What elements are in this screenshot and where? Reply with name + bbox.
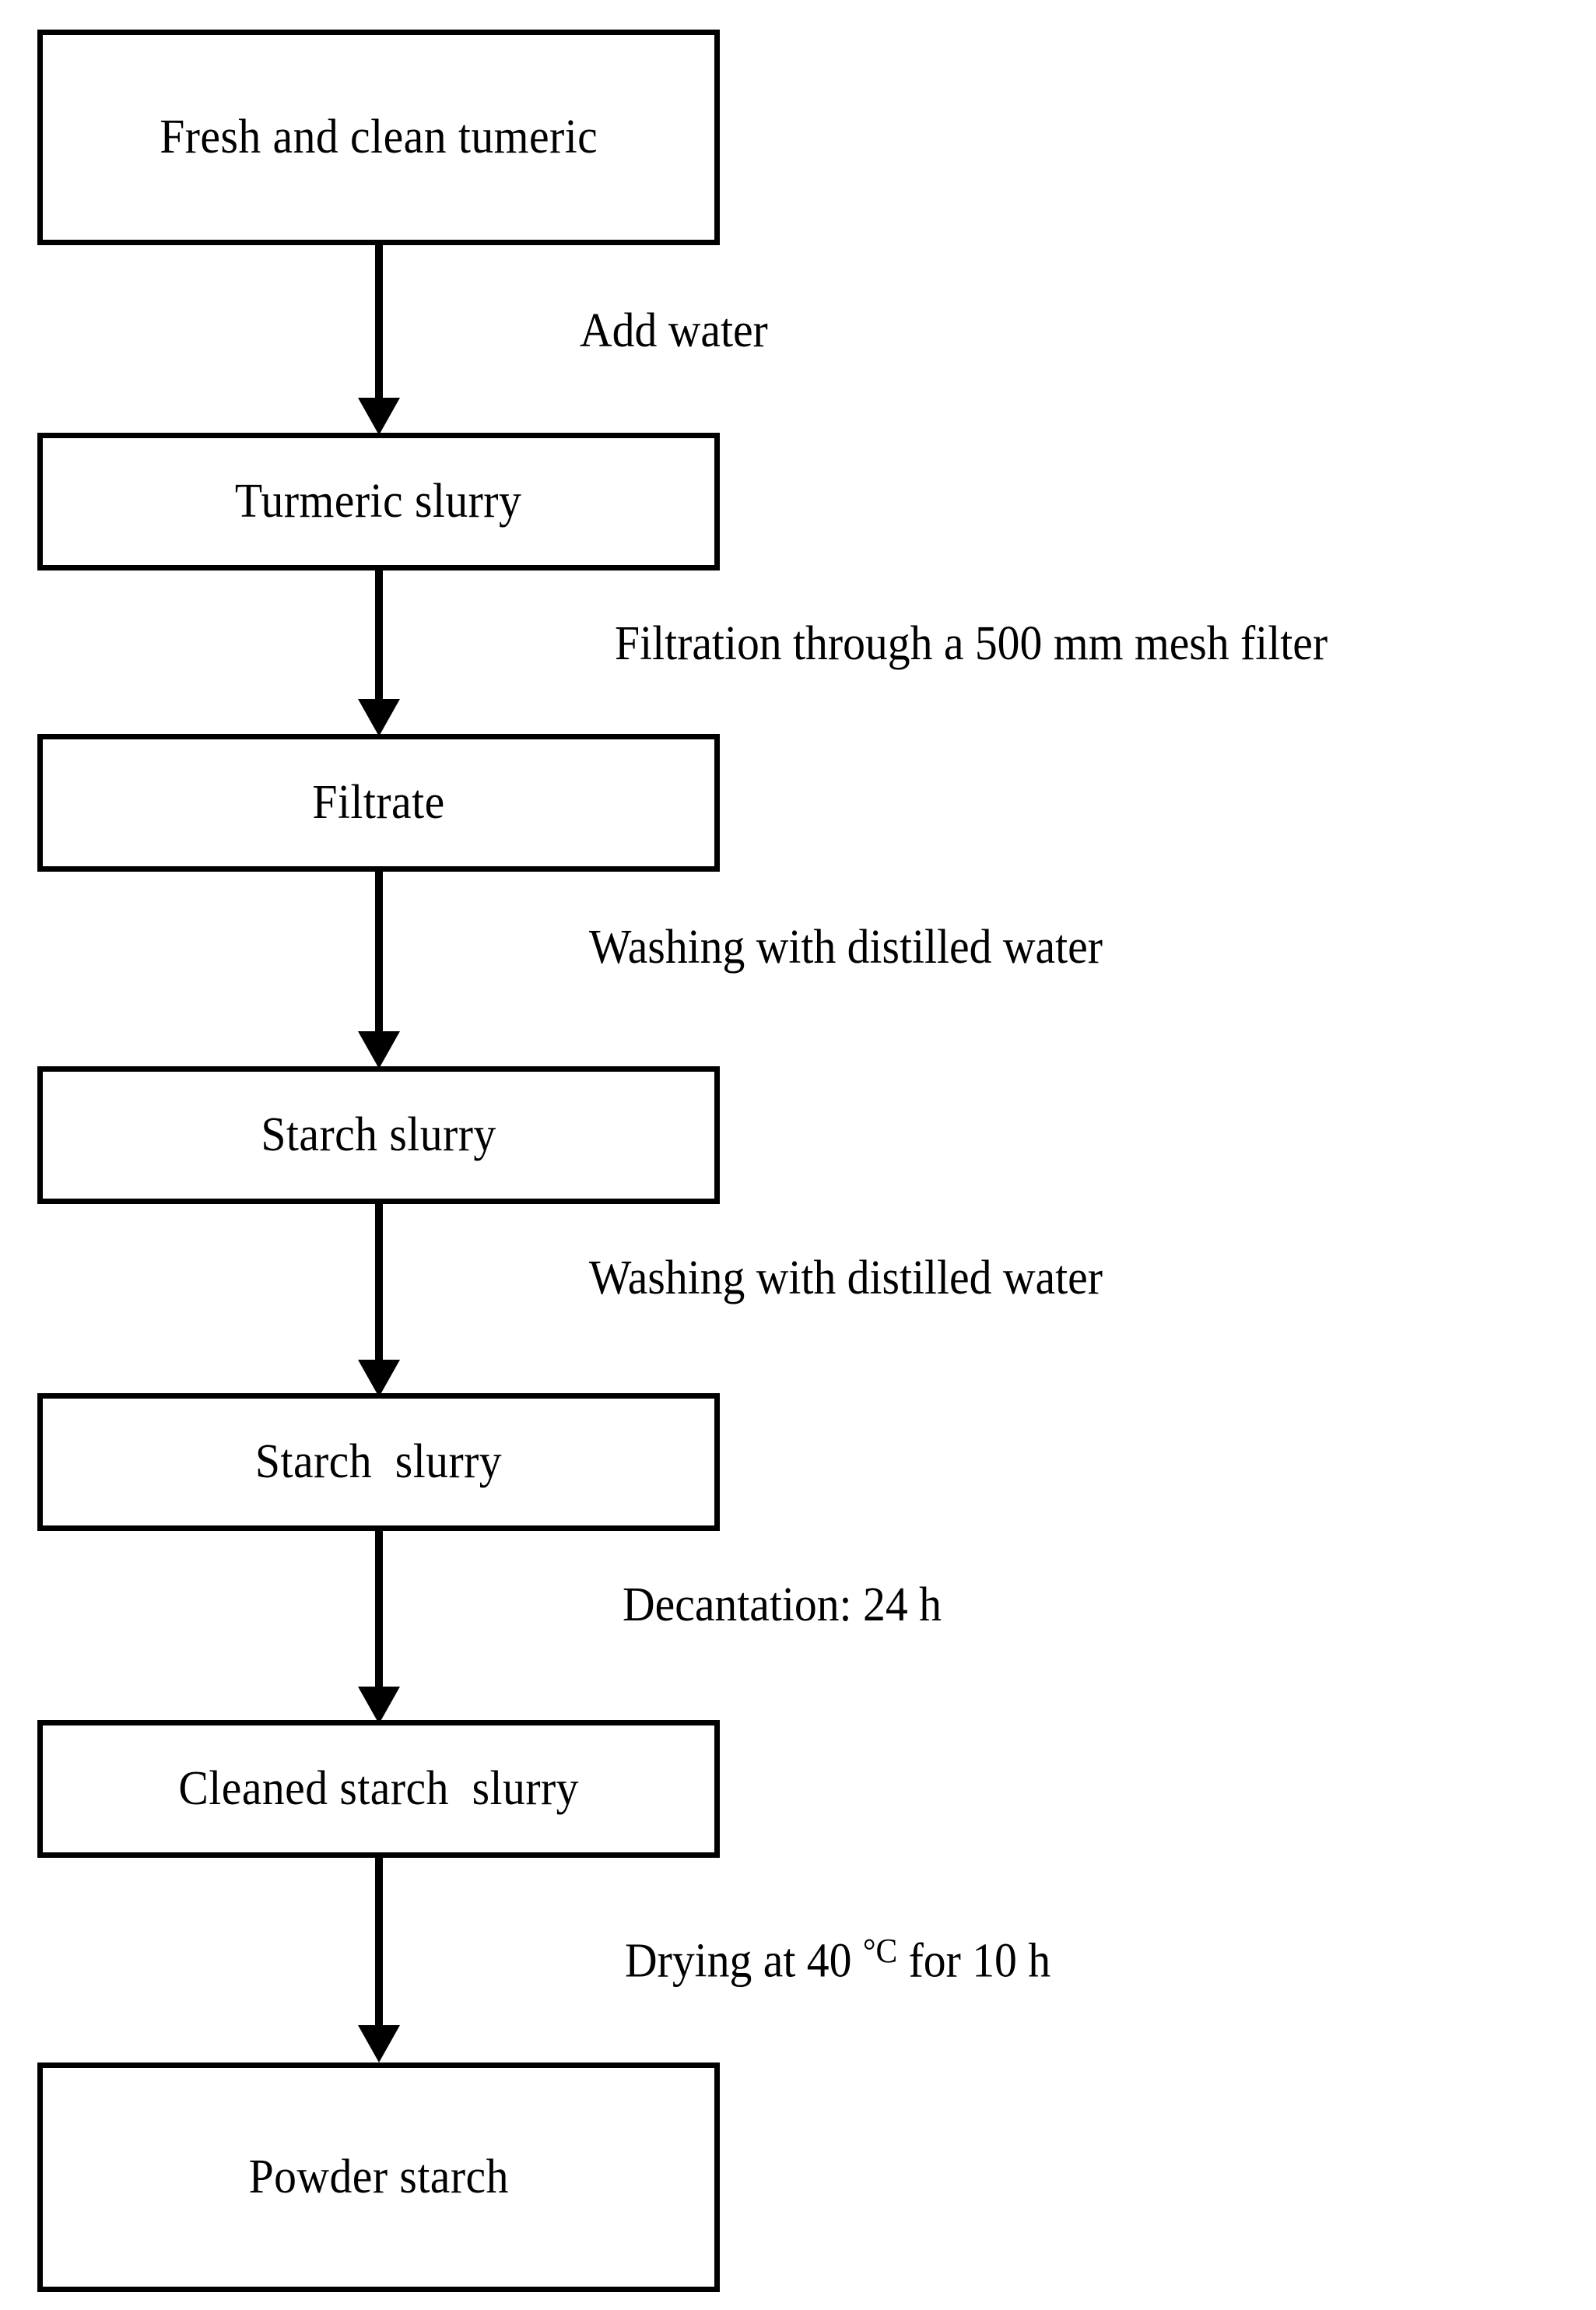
arrow-stem (375, 1858, 383, 2025)
flow-node-label: Turmeric slurry (235, 474, 522, 528)
flow-node-label: Cleaned starch slurry (178, 1761, 579, 1815)
flow-edge-label-filtration: Filtration through a 500 mm mesh filter (615, 617, 1328, 670)
arrow-stem (375, 245, 383, 398)
arrow-head-icon (358, 1031, 400, 1069)
flow-node-starch-slurry-2: Starch slurry (37, 1393, 720, 1531)
flow-node-fresh-tumeric: Fresh and clean tumeric (37, 30, 720, 245)
flow-node-cleaned-starch-slurry: Cleaned starch slurry (37, 1720, 720, 1858)
flow-node-label: Fresh and clean tumeric (159, 110, 598, 163)
flow-edge-label-decantation: Decantation: 24 h (623, 1578, 942, 1631)
flow-node-powder-starch: Powder starch (37, 2062, 720, 2292)
drying-label-before: Drying at 40 (625, 1934, 863, 1988)
flow-edge-label-add-water: Add water (580, 304, 768, 357)
arrow-head-icon (358, 699, 400, 736)
flow-node-label: Starch slurry (254, 1434, 503, 1488)
flow-node-label: Starch slurry (261, 1108, 496, 1161)
flow-edge-label-drying: Drying at 40 °C for 10 h (625, 1933, 1051, 1987)
degree-celsius-symbol: °C (862, 1931, 898, 1970)
flow-node-label: Filtrate (312, 775, 445, 829)
arrow-head-icon (358, 398, 400, 435)
arrow-stem (375, 570, 383, 699)
flow-edge-label-washing-2: Washing with distilled water (589, 1252, 1103, 1304)
flow-node-filtrate: Filtrate (37, 734, 720, 872)
arrow-head-icon (358, 1360, 400, 1397)
drying-label-after: for 10 h (897, 1934, 1051, 1988)
flow-node-starch-slurry-1: Starch slurry (37, 1066, 720, 1204)
flow-edge-label-washing-1: Washing with distilled water (589, 921, 1103, 974)
flow-node-label: Powder starch (248, 2150, 509, 2203)
flow-node-turmeric-slurry: Turmeric slurry (37, 433, 720, 570)
arrow-stem (375, 1204, 383, 1360)
arrow-head-icon (358, 1687, 400, 1724)
arrow-stem (375, 872, 383, 1031)
arrow-head-icon (358, 2025, 400, 2062)
arrow-stem (375, 1531, 383, 1687)
